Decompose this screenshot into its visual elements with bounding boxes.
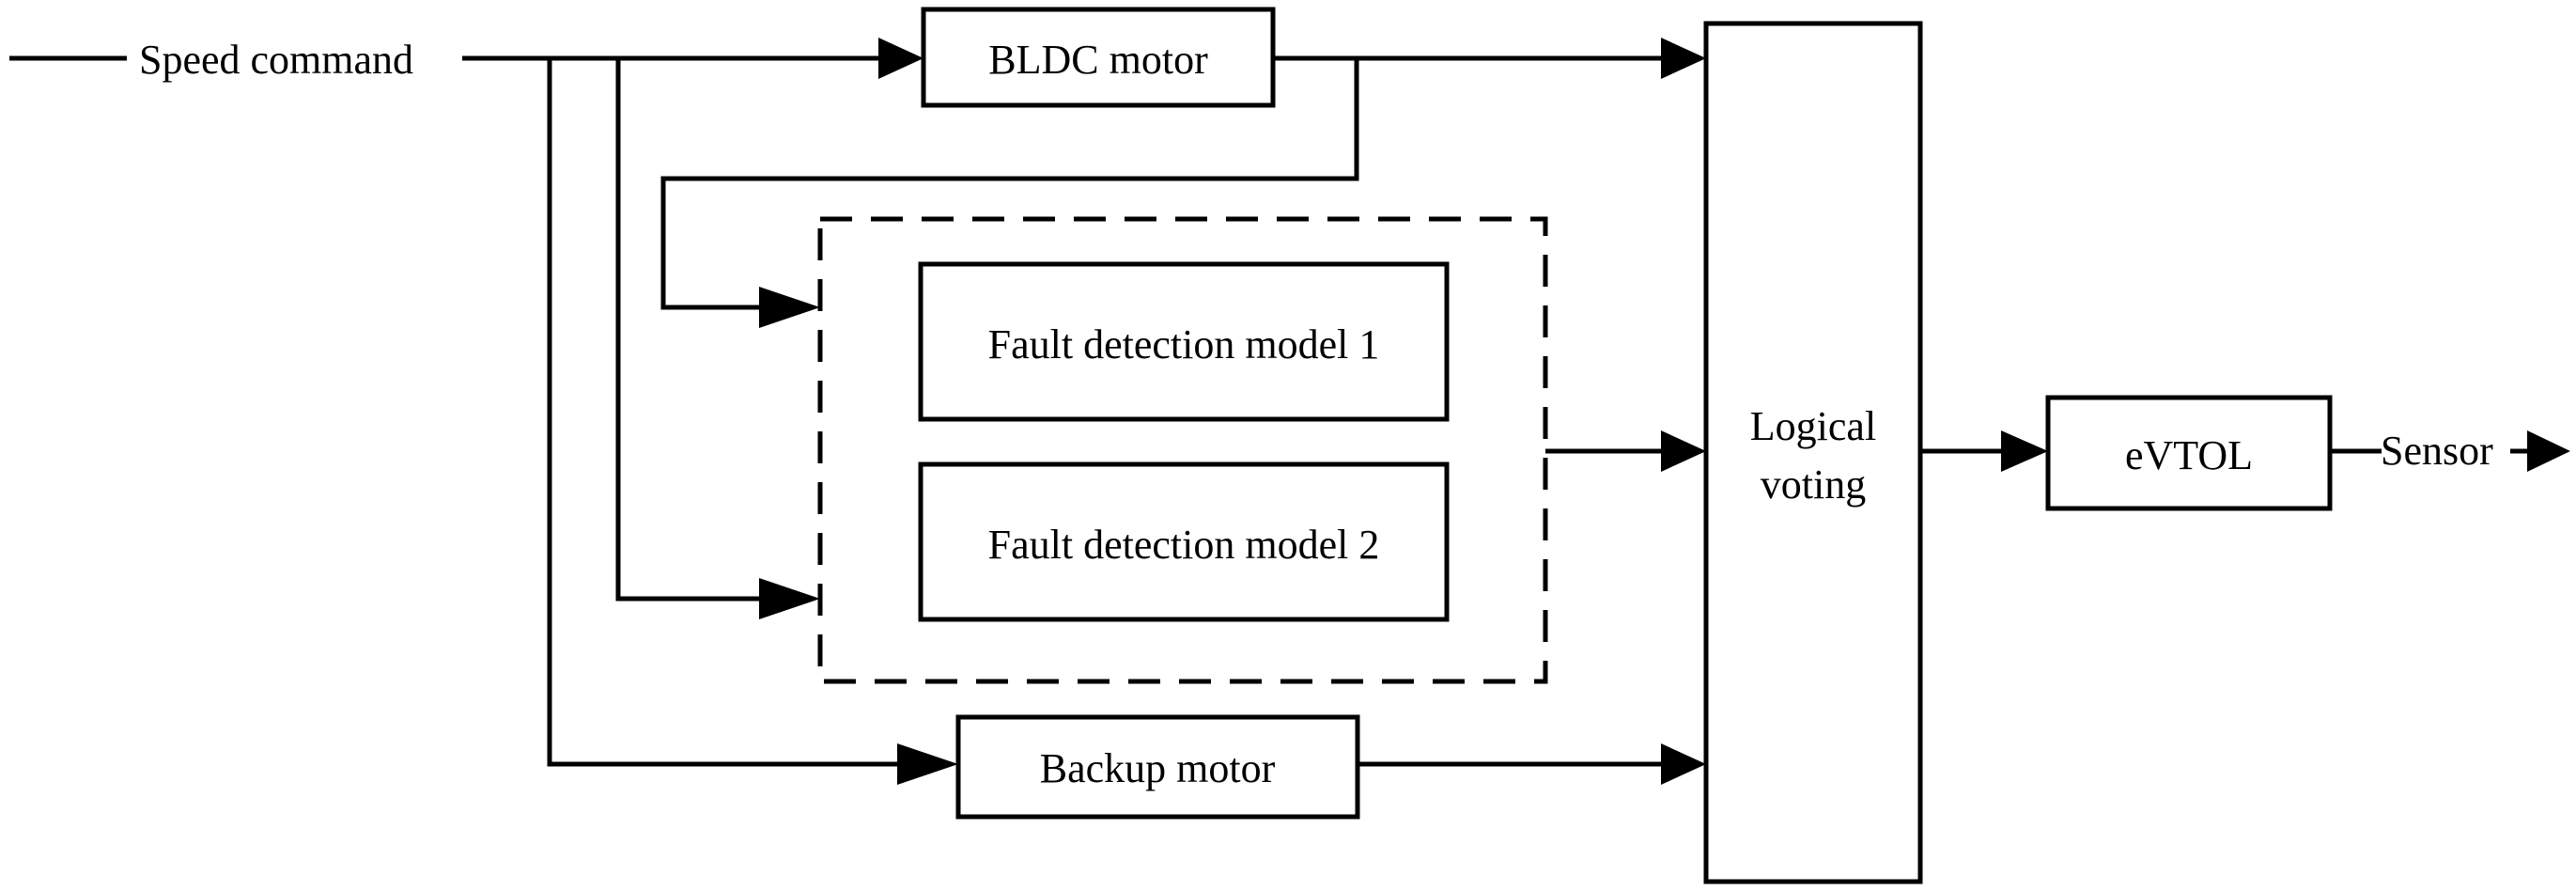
- arrow-backup-to-voting: [1661, 743, 1706, 785]
- bldc-feedback-line: [660, 58, 1359, 310]
- bldc-motor-label: BLDC motor: [988, 37, 1208, 83]
- speed-to-backup-line: [547, 58, 897, 767]
- arrow-to-bldc: [878, 38, 923, 79]
- arrow-speed-to-fault: [759, 578, 820, 619]
- arrow-fault-to-voting: [1661, 430, 1706, 472]
- sensor-label: Sensor: [2381, 428, 2493, 474]
- fault-model-1-label: Fault detection model 1: [988, 321, 1380, 367]
- arrow-sensor-output: [2527, 430, 2570, 472]
- backup-motor-label: Backup motor: [1040, 745, 1276, 791]
- backup-motor-block: [955, 714, 1360, 820]
- arrow-voting-to-evtol: [2001, 430, 2048, 472]
- arrow-feedback-to-fault: [759, 287, 820, 328]
- fault-model-1-block: [918, 261, 1450, 422]
- evtol-label: eVTOL: [2125, 432, 2253, 478]
- logical-voting-label-line2: voting: [1761, 461, 1866, 508]
- logical-voting-block: [1703, 21, 1923, 884]
- arrow-bldc-to-voting: [1661, 38, 1706, 79]
- speed-command-label: Speed command: [139, 37, 413, 83]
- arrow-to-backup: [897, 743, 958, 785]
- speed-to-fault-line: [615, 58, 759, 602]
- fault-detection-group: [817, 216, 1548, 684]
- fault-model-2-label: Fault detection model 2: [988, 522, 1380, 568]
- fault-model-2-block: [918, 461, 1450, 622]
- logical-voting-label-line1: Logical: [1750, 403, 1876, 449]
